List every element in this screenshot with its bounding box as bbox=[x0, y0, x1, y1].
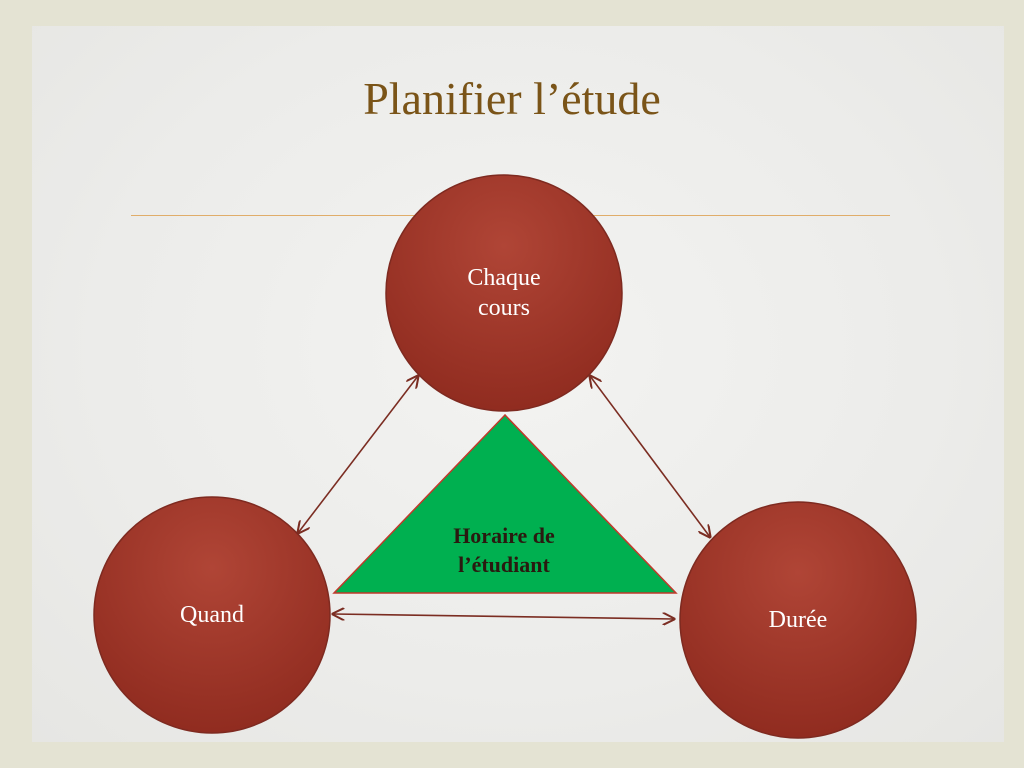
center-triangle-label: Horaire de l’étudiant bbox=[453, 521, 555, 579]
node-left-label: Quand bbox=[180, 602, 244, 628]
arrow-top-left bbox=[298, 376, 418, 533]
node-top-label-line2: cours bbox=[478, 295, 530, 321]
node-right-label: Durée bbox=[768, 607, 828, 633]
node-right-circle bbox=[679, 501, 917, 739]
slide-title: Planifier l’étude bbox=[363, 73, 661, 124]
arrow-left-right bbox=[333, 614, 674, 619]
center-triangle bbox=[332, 413, 678, 594]
node-top-label-line1: Chaque bbox=[467, 265, 541, 291]
arrow-top-right bbox=[590, 376, 710, 537]
center-label-line2: l’étudiant bbox=[458, 552, 550, 577]
center-label-line1: Horaire de bbox=[453, 523, 555, 548]
node-top-circle bbox=[385, 174, 623, 412]
node-top-label: Chaque cours bbox=[467, 263, 540, 323]
node-left-circle bbox=[93, 496, 331, 734]
